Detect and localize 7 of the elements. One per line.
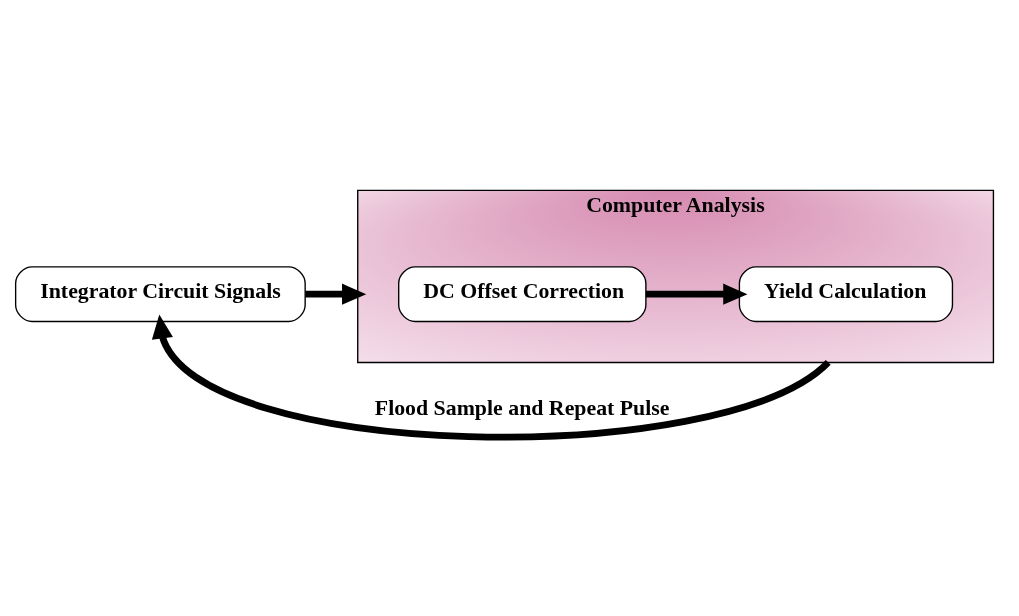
arrow [304, 283, 366, 305]
node-box: Integrator Circuit Signals [14, 265, 306, 322]
node-box: DC Offset Correction [397, 265, 647, 322]
arrow [645, 283, 747, 305]
edge-label: Flood Sample and Repeat Pulse [374, 395, 670, 420]
arrow [151, 313, 830, 440]
node-box: Yield Calculation [738, 265, 953, 322]
